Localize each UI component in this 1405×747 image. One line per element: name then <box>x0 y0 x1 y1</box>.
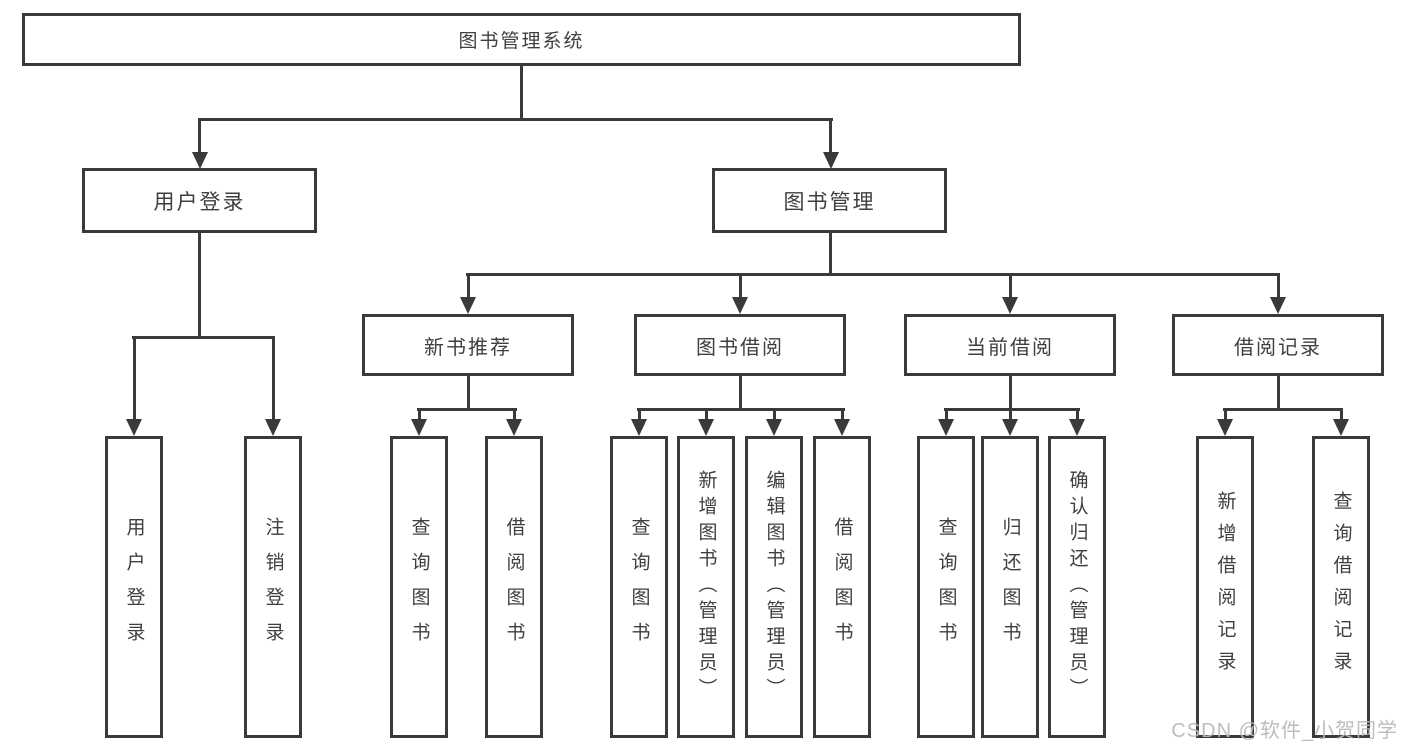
leaf-label: 新增图书（管理员） <box>695 470 717 704</box>
connector-line <box>467 275 470 299</box>
connector-line <box>739 275 742 299</box>
connector-line <box>198 118 833 121</box>
connector-line <box>638 410 641 422</box>
leaf-label: 借阅图书 <box>831 517 853 657</box>
arrow-down-icon <box>192 152 208 169</box>
connector-line <box>1224 410 1227 422</box>
connector-line <box>944 408 1080 411</box>
connector-line <box>466 273 1280 276</box>
arrow-down-icon <box>1270 297 1286 314</box>
arrow-down-icon <box>631 419 647 436</box>
node-new-book-recommend: 新书推荐 <box>362 314 574 376</box>
connector-line <box>513 410 516 422</box>
leaf-query-books-recommend: 查询图书 <box>390 436 448 738</box>
leaf-label: 查询借阅记录 <box>1330 491 1352 683</box>
arrow-down-icon <box>1002 297 1018 314</box>
arrow-down-icon <box>766 419 782 436</box>
leaf-label: 查询图书 <box>628 517 650 657</box>
connector-line <box>1277 275 1280 299</box>
connector-line <box>1277 376 1280 408</box>
node-library-system-root: 图书管理系统 <box>22 13 1021 66</box>
arrow-down-icon <box>265 419 281 436</box>
arrow-down-icon <box>411 419 427 436</box>
connector-line <box>520 66 523 119</box>
arrow-down-icon <box>1217 419 1233 436</box>
arrow-down-icon <box>1002 419 1018 436</box>
connector-line <box>467 376 470 408</box>
arrow-down-icon <box>1333 419 1349 436</box>
connector-line <box>1223 408 1343 411</box>
connector-line <box>1009 275 1012 299</box>
node-current-borrow: 当前借阅 <box>904 314 1116 376</box>
leaf-add-books-admin: 新增图书（管理员） <box>677 436 735 738</box>
leaf-borrow-books: 借阅图书 <box>813 436 871 738</box>
leaf-query-books-borrow: 查询图书 <box>610 436 668 738</box>
connector-line <box>198 233 201 336</box>
connector-line <box>132 336 275 339</box>
connector-line <box>945 410 948 422</box>
leaf-label: 确认归还（管理员） <box>1066 470 1088 704</box>
arrow-down-icon <box>732 297 748 314</box>
arrow-down-icon <box>126 419 142 436</box>
connector-line <box>773 410 776 422</box>
connector-line <box>198 120 201 153</box>
connector-line <box>418 410 421 422</box>
leaf-return-books: 归还图书 <box>981 436 1039 738</box>
leaf-label: 归还图书 <box>999 517 1021 657</box>
leaf-user-login: 用户登录 <box>105 436 163 738</box>
arrow-down-icon <box>834 419 850 436</box>
node-book-management: 图书管理 <box>712 168 947 233</box>
arrow-down-icon <box>506 419 522 436</box>
connector-line <box>1009 410 1012 422</box>
connector-line <box>829 233 832 273</box>
connector-line <box>272 338 275 420</box>
leaf-add-borrow-record: 新增借阅记录 <box>1196 436 1254 738</box>
leaf-query-borrow-record: 查询借阅记录 <box>1312 436 1370 738</box>
leaf-query-books-current: 查询图书 <box>917 436 975 738</box>
leaf-label: 编辑图书（管理员） <box>763 470 785 704</box>
connector-line <box>417 408 517 411</box>
leaf-label: 注销登录 <box>262 517 284 657</box>
node-book-borrow: 图书借阅 <box>634 314 846 376</box>
arrow-down-icon <box>823 152 839 169</box>
leaf-borrow-books-recommend: 借阅图书 <box>485 436 543 738</box>
arrow-down-icon <box>698 419 714 436</box>
node-user-login: 用户登录 <box>82 168 317 233</box>
connector-line <box>1009 376 1012 408</box>
connector-line <box>705 410 708 422</box>
leaf-confirm-return-admin: 确认归还（管理员） <box>1048 436 1106 738</box>
leaf-label: 用户登录 <box>123 517 145 657</box>
connector-line <box>637 408 845 411</box>
node-borrow-records: 借阅记录 <box>1172 314 1384 376</box>
leaf-label: 新增借阅记录 <box>1214 491 1236 683</box>
leaf-edit-books-admin: 编辑图书（管理员） <box>745 436 803 738</box>
connector-line <box>829 120 832 153</box>
connector-line <box>739 376 742 408</box>
arrow-down-icon <box>938 419 954 436</box>
arrow-down-icon <box>460 297 476 314</box>
connector-line <box>841 410 844 422</box>
connector-line <box>133 338 136 420</box>
leaf-label: 查询图书 <box>935 517 957 657</box>
leaf-label: 查询图书 <box>408 517 430 657</box>
arrow-down-icon <box>1069 419 1085 436</box>
connector-line <box>1076 410 1079 422</box>
connector-line <box>1340 410 1343 422</box>
leaf-label: 借阅图书 <box>503 517 525 657</box>
leaf-logout: 注销登录 <box>244 436 302 738</box>
